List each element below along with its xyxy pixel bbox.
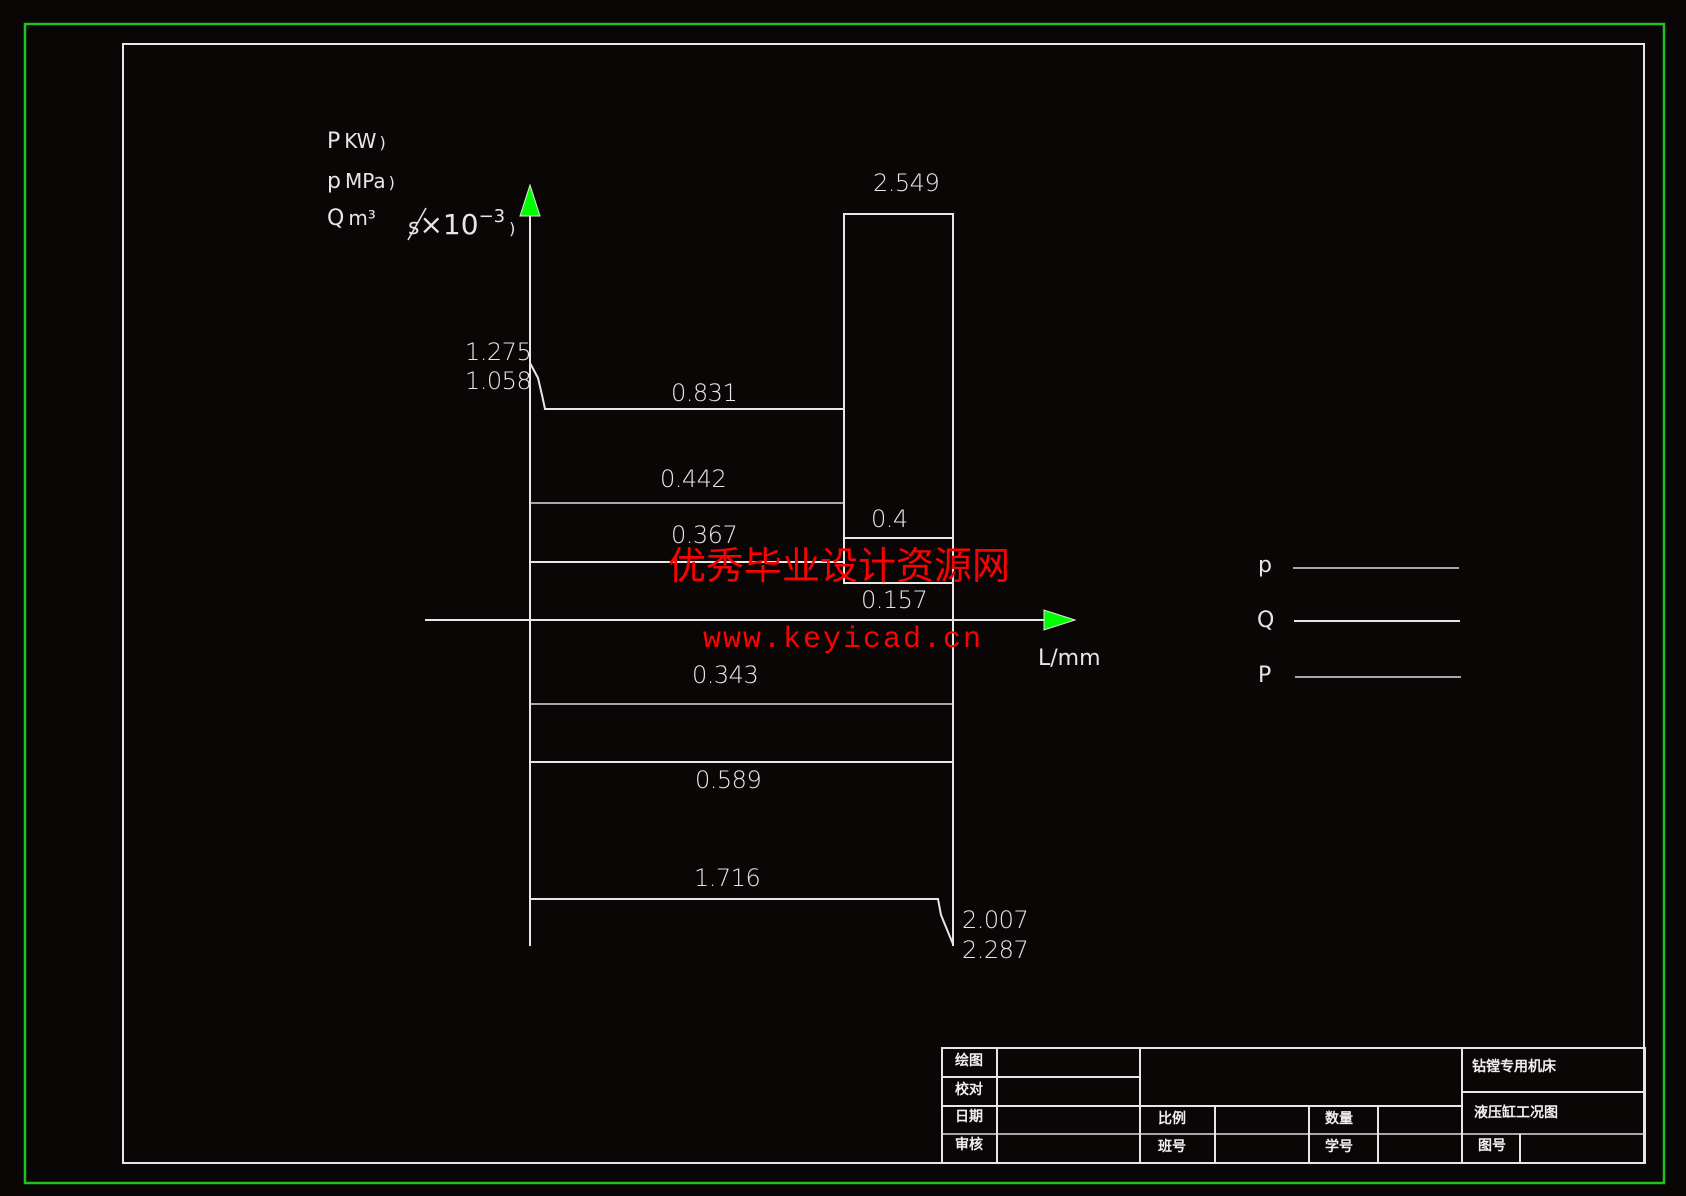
tb-label-check: 校对: [955, 1081, 983, 1098]
power-peak-rect: [843, 213, 954, 584]
outer-frame: [23, 22, 1666, 1185]
value-q-inner: 0.4: [871, 505, 908, 533]
tb-label-quantity: 数量: [1325, 1110, 1353, 1127]
value-peak-top: 2.549: [873, 169, 939, 197]
value-q-small: 0.157: [861, 586, 927, 614]
value-neg-3: 1.716: [694, 864, 760, 892]
tb-drawing-title: 液压缸工况图: [1474, 1104, 1558, 1121]
y-axis-arrow-icon: [519, 183, 541, 217]
inner-frame: [122, 43, 1645, 1164]
y-label-flow-slash: [407, 207, 427, 241]
x-axis-label: L/mm: [1038, 646, 1101, 671]
tb-label-review: 审核: [955, 1136, 983, 1153]
tb-label-draw: 绘图: [955, 1052, 983, 1069]
watermark-url: www.keyicad.cn: [703, 623, 983, 657]
legend-symbol-pressure: p: [1258, 553, 1272, 578]
tb-label-drawing-no: 图号: [1478, 1138, 1506, 1154]
value-p-work: 0.831: [671, 379, 737, 407]
value-start-upper: 1.275: [465, 338, 531, 366]
value-neg-1: 0.343: [692, 661, 758, 689]
value-end-lower: 2.287: [962, 936, 1028, 964]
tb-project-name: 钻镗专用机床: [1472, 1058, 1557, 1075]
value-start-lower: 1.058: [465, 367, 531, 395]
legend: p Q P: [1257, 553, 1461, 688]
tb-label-class-no: 班号: [1158, 1138, 1186, 1155]
tb-label-student-no: 学号: [1325, 1138, 1353, 1155]
tb-label-date: 日期: [955, 1109, 983, 1125]
title-block: 绘图 校对 日期 审核 比例 班号 数量 学号 钻镗专用机床 液压缸工况图 图号: [941, 1047, 1646, 1164]
y-label-flow-s: s×10−3): [408, 206, 515, 241]
x-axis-arrow-icon: [1043, 609, 1077, 631]
value-neg-2: 0.589: [695, 766, 761, 794]
value-end-upper: 2.007: [962, 906, 1028, 934]
tb-label-scale: 比例: [1158, 1110, 1186, 1127]
legend-symbol-power: P: [1258, 663, 1271, 688]
value-q-work: 0.367: [671, 521, 737, 549]
legend-symbol-flow: Q: [1257, 608, 1274, 633]
value-q-fast-forward: 0.442: [660, 465, 726, 493]
pressure-work-curve: [529, 362, 844, 410]
watermark-text-cn: 优秀毕业设计资源网: [668, 544, 1010, 588]
neg-level-3-curve: [530, 898, 954, 945]
